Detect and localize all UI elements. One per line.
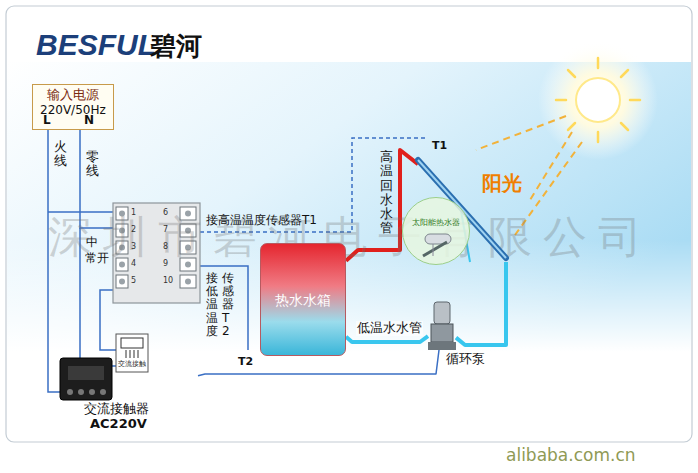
pump-name: 循环泵 [446, 352, 485, 367]
relay-label: 交流接触 [118, 360, 146, 368]
sun [576, 78, 620, 122]
pipe-name: 高温回水水管 [380, 150, 393, 236]
sky [7, 62, 691, 352]
relay-symbol [116, 334, 148, 372]
tank-name: 热水水箱 [275, 292, 331, 308]
pin-number: 6 [163, 208, 168, 217]
sensor-name: T1 [432, 140, 447, 153]
sun-glow [538, 40, 658, 160]
pin-number: 3 [131, 242, 136, 251]
contactor-top [68, 366, 104, 380]
pin-number: 2 [131, 225, 136, 234]
contactor-screw [67, 389, 73, 395]
pump-body [431, 324, 453, 342]
contactor-name: 交流接触器 [84, 402, 149, 417]
pump-base [428, 342, 456, 350]
pin-number: 1 [131, 208, 136, 217]
pin-number: 10 [163, 276, 173, 285]
pin-number: 9 [163, 259, 168, 268]
pin-number: 4 [131, 259, 136, 268]
badge-text: 太阳能热水器 [412, 219, 460, 228]
contactor-body [60, 358, 112, 400]
pipe-connector [346, 336, 428, 342]
wire-name: 常开 [85, 252, 109, 266]
wire-name: 中 [86, 236, 98, 250]
sensor-note: 传感器T2 [222, 272, 234, 338]
power-title: 输入电源 [47, 88, 99, 103]
frame [6, 6, 692, 442]
edge-label: 低温水水管 [356, 321, 423, 336]
pin-number: 8 [163, 242, 168, 251]
watermark: 深圳市碧河电子有限公司 [48, 212, 653, 263]
terminal-name: N [84, 114, 94, 128]
terminal-name: L [43, 114, 51, 128]
watermark-site: alibaba.com.cn [506, 446, 636, 466]
brand-logo: BESFUL [36, 28, 156, 63]
sensor-note: 接高温温度传感器T1 [206, 214, 317, 228]
sunlight-label: 阳光 [482, 172, 522, 195]
water-tank: 热水水箱 [260, 243, 346, 356]
pin-number: 7 [163, 225, 168, 234]
wire-name: 零线 [86, 150, 99, 179]
pump-motor [434, 302, 450, 324]
heater-leg [433, 244, 434, 256]
contactor-screw [100, 389, 106, 395]
sensor-name: T2 [238, 356, 253, 369]
brand-name: 碧河 [150, 32, 202, 62]
sensor-note: 接低温温度 [206, 272, 218, 338]
heater-drawing [403, 198, 471, 266]
pin-number: 5 [131, 276, 136, 285]
contactor-screw [89, 389, 95, 395]
pipe-connector [456, 262, 506, 345]
solar-heater-badge: 太阳能热水器 [402, 197, 470, 265]
contactor-screw [78, 389, 84, 395]
circulation-pump: 循环泵 [428, 302, 456, 350]
contactor-rating: AC220V [90, 417, 147, 432]
wire-name: 火线 [54, 140, 67, 169]
heater-panel [423, 242, 447, 256]
pump-drawing [428, 302, 456, 350]
sun-rays [556, 58, 640, 142]
